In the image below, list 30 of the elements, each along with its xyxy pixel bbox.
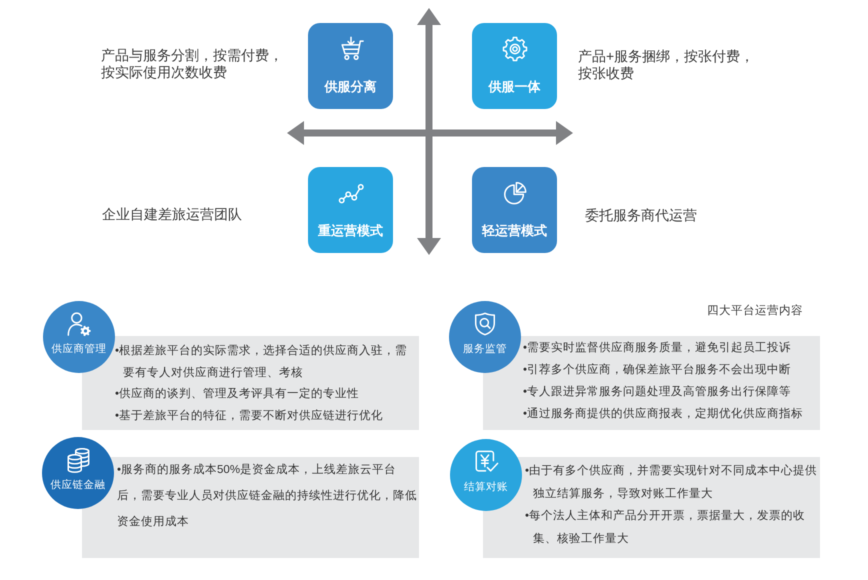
section-label: 四大平台运营内容 bbox=[707, 304, 803, 318]
category-box bbox=[472, 167, 557, 253]
box-label: 轻运营模式 bbox=[482, 224, 547, 238]
circle-label: 服务监管 bbox=[463, 342, 507, 356]
bullet-text: •根据差旅平台的实际需求，选择合适的供应商入驻，需要有专人对供应商进行管理、考核 bbox=[115, 343, 408, 380]
bullet-text: •专人跟进异常服务问题处理及高管服务出行保障等 bbox=[523, 384, 792, 400]
info-panel bbox=[483, 336, 820, 430]
box-label: 供服一体 bbox=[488, 80, 540, 94]
circle-label: 供应链金融 bbox=[50, 478, 106, 492]
circle-label: 供应商管理 bbox=[52, 342, 106, 356]
category-box bbox=[308, 167, 393, 253]
circle-label: 结算对账 bbox=[464, 480, 508, 494]
box-label: 重运营模式 bbox=[318, 224, 383, 238]
bullet-text: •基于差旅平台的特征，需要不断对供应链进行优化 bbox=[115, 408, 384, 424]
description-text: 企业自建差旅运营团队 bbox=[102, 206, 242, 223]
bullet-text: •通过服务商提供的供应商报表，定期优化供应商指标 bbox=[523, 406, 804, 422]
bullet-text: •每个法人主体和产品分开开票，票据量大，发票的收集、核验工作量大 bbox=[525, 508, 806, 546]
bullet-text: •引荐多个供应商，确保差旅平台服务不会出现中断 bbox=[523, 362, 792, 378]
bullet-text: •需要实时监督供应商服务质量，避免引起员工投诉 bbox=[523, 340, 792, 356]
category-box bbox=[308, 23, 393, 109]
box-label: 供服分离 bbox=[324, 80, 376, 94]
description-text: 产品与服务分割，按需付费，按实际使用次数收费 bbox=[101, 47, 284, 81]
bullet-text: •服务商的服务成本50%是资金成本，上线差旅云平台后，需要专业人员对供应链金融的持续性进行优化，降低资金使用成本 bbox=[117, 462, 418, 530]
info-panel bbox=[82, 336, 419, 430]
description-text: 产品+服务捆绑，按张付费，按张收费 bbox=[578, 48, 756, 82]
category-box bbox=[472, 23, 557, 109]
description-text: 委托服务商代运营 bbox=[585, 207, 697, 224]
bullet-text: •供应商的谈判、管理及考评具有一定的专业性 bbox=[115, 386, 360, 402]
info-panel bbox=[82, 457, 419, 558]
bullet-text: •由于有多个供应商，并需要实现针对不同成本中心提供独立结算服务，导致对账工作量大 bbox=[525, 463, 818, 502]
